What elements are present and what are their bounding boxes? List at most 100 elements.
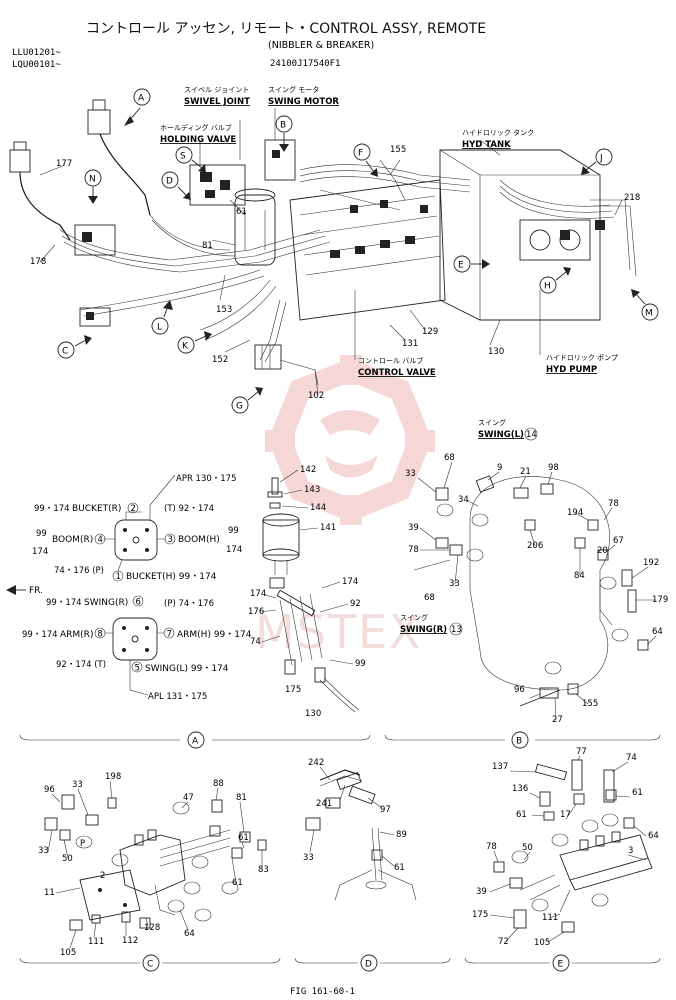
swing-l-jp: スイング <box>478 418 506 427</box>
svg-text:H: H <box>544 282 551 292</box>
part-c-198: 198 <box>105 772 121 782</box>
label-control-valve-jp: コントロール バルブ <box>358 356 423 365</box>
label-swing-motor: SWING MOTOR <box>268 97 339 107</box>
part-175: 175 <box>285 685 301 695</box>
detail-d-title: D <box>365 960 372 970</box>
part-b-192: 192 <box>643 558 659 568</box>
part-c-88: 88 <box>213 779 224 789</box>
overview-assembly: 177 178 81 61 153 152 155 218 129 131 13… <box>9 85 659 414</box>
callout-d: D <box>161 171 191 200</box>
part-b-206: 206 <box>527 541 543 551</box>
bucket-r-qty: 99・174 <box>34 504 70 514</box>
part-c-96: 96 <box>44 785 55 795</box>
boom-h-qty2: 174 <box>226 545 242 555</box>
part-174b: 174 <box>250 589 266 599</box>
part-99: 99 <box>355 659 366 669</box>
part-c-81: 81 <box>236 793 247 803</box>
part-e-3: 3 <box>628 846 633 856</box>
watermark: MSTEX <box>255 355 435 659</box>
part-e-61: 61 <box>632 788 643 798</box>
part-d-33: 33 <box>303 853 314 863</box>
view-callouts: A B C D E F G <box>57 88 659 414</box>
header: コントロール アッセン, リモート・CONTROL ASSY, REMOTE (… <box>12 21 486 70</box>
apr-label: APR 130・175 <box>176 474 237 484</box>
bucket-r-label: BUCKET(R) <box>72 504 121 514</box>
part-e-105: 105 <box>534 938 550 948</box>
svg-text:A: A <box>138 94 145 104</box>
svg-text:G: G <box>236 402 243 412</box>
part-e-39: 39 <box>476 887 487 897</box>
swing-motor <box>264 139 296 181</box>
overview-leaders <box>39 108 623 396</box>
part-c-2: 2 <box>100 871 105 881</box>
part-176: 176 <box>248 607 264 617</box>
part-b-98: 98 <box>548 463 559 473</box>
callout-e: E <box>453 255 490 273</box>
control-valve-bank <box>289 179 446 321</box>
part-c-105: 105 <box>60 948 76 958</box>
arm-r-qty: 99・174 <box>22 630 58 640</box>
swing-l-no: 5 <box>135 664 140 674</box>
part-e-77: 77 <box>576 747 587 757</box>
part-141: 141 <box>320 523 336 533</box>
lower-t-label: 92・174 (T) <box>56 660 106 670</box>
arm-h-label: ARM(H) 99・174 <box>177 630 252 640</box>
part-143: 143 <box>304 485 320 495</box>
part-177: 177 <box>56 159 72 169</box>
boom-h-no: 3 <box>168 535 173 545</box>
part-e-137: 137 <box>492 762 508 772</box>
part-c-111: 111 <box>88 937 104 947</box>
detail-d-part-numbers: 242 241 97 33 89 61 <box>303 758 407 873</box>
part-c-83: 83 <box>258 865 269 875</box>
part-d-242: 242 <box>308 758 324 768</box>
part-c-11: 11 <box>44 888 55 898</box>
boom-r-qty1: 99 <box>36 529 47 539</box>
bucket-h-label: BUCKET(H) 99・174 <box>126 572 217 582</box>
hose-bundle-lines <box>59 214 331 363</box>
detail-e-title: E <box>558 960 564 970</box>
swing-l-label: SWING(L) 99・174 <box>145 664 229 674</box>
detail-c: P 96 33 198 47 88 81 33 50 61 83 61 2 11… <box>38 772 269 958</box>
callout-n: N <box>84 169 102 204</box>
upper-t-label: (T) 92・174 <box>164 504 214 514</box>
callout-c: C <box>57 335 92 359</box>
part-153: 153 <box>216 305 232 315</box>
part-144: 144 <box>310 503 326 513</box>
part-c-61b: 61 <box>232 878 243 888</box>
callout-f: F <box>353 143 378 177</box>
svg-text:M: M <box>645 309 653 319</box>
swing-r-qty: 99・174 <box>46 598 82 608</box>
label-holding-valve: HOLDING VALVE <box>160 135 236 145</box>
label-hyd-tank: HYD TANK <box>462 140 511 150</box>
swing-r-jp: スイング <box>400 613 428 622</box>
svg-text:B: B <box>280 121 286 131</box>
callout-h: H <box>539 267 571 294</box>
part-c-64: 64 <box>184 929 195 939</box>
part-e-72: 72 <box>498 937 509 947</box>
callout-l: L <box>151 300 173 335</box>
part-b-96: 96 <box>514 685 525 695</box>
part-c-33: 33 <box>72 780 83 790</box>
part-b-34: 34 <box>458 495 469 505</box>
part-b-21: 21 <box>520 467 531 477</box>
part-b-20: 20 <box>597 546 608 556</box>
boom-h-label: BOOM(H) <box>178 535 220 545</box>
part-d-61: 61 <box>394 863 405 873</box>
hydraulic-pump <box>499 179 637 277</box>
part-92: 92 <box>350 599 361 609</box>
part-142: 142 <box>300 465 316 475</box>
arm-r-no: 8 <box>98 630 103 640</box>
part-102: 102 <box>308 391 324 401</box>
pilot-valve-lower <box>112 617 158 696</box>
valve-block-c <box>79 829 231 921</box>
boom-h-qty1: 99 <box>228 526 239 536</box>
block-n <box>74 224 116 256</box>
svg-text:K: K <box>182 342 189 352</box>
bucket-r-no: 2 <box>131 504 136 514</box>
part-e-50: 50 <box>522 843 533 853</box>
svg-text:S: S <box>180 152 186 162</box>
upper-hose-run <box>299 159 471 211</box>
right-control-lever <box>87 99 151 216</box>
drawing-number: 24100J17540F1 <box>270 59 340 69</box>
